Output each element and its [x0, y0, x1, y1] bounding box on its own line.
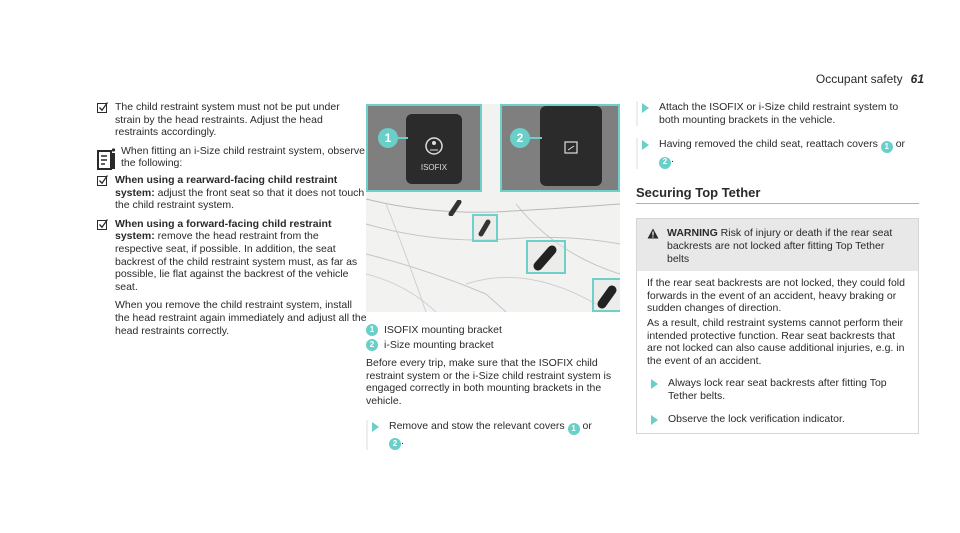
note-text: When fitting an i-Size child restraint s…	[121, 144, 365, 170]
check-body: adjust the front seat so that it does no…	[115, 186, 365, 212]
instruction-step: Having removed the child seat, reattach …	[636, 138, 919, 169]
step-arrow-icon	[642, 103, 649, 113]
check-text: When using a forward-facing child restra…	[115, 218, 367, 294]
step-body: Having removed the child seat, reattach …	[659, 138, 878, 151]
checkbox-icon	[97, 102, 108, 113]
check-heading: When using a forward-facing child restra…	[115, 217, 332, 243]
callout-1: 1	[378, 128, 398, 148]
step-text: Attach the ISOFIX or i-Size child restra…	[659, 101, 899, 126]
step-text: Having removed the child seat, reattach …	[659, 138, 919, 169]
step-text: Remove and stow the relevant covers 1 or…	[389, 420, 592, 451]
inset-isize: 2	[500, 104, 620, 192]
legend-number: 2	[366, 338, 378, 351]
check-body: remove the head restraint from the respe…	[115, 230, 358, 293]
checkbox-icon	[97, 218, 108, 230]
isofix-figure: ISOFIX 1 2	[366, 104, 620, 312]
step-text: Observe the lock verification indicator.	[668, 412, 845, 425]
step-body: Remove and stow the relevant covers	[389, 419, 565, 432]
checkbox-icon	[97, 175, 108, 186]
callout-line	[398, 137, 408, 139]
page-number: 61	[910, 72, 924, 86]
isofix-cover: ISOFIX	[406, 114, 462, 184]
step-end: .	[401, 434, 404, 447]
warning-head-text: Risk of injury or death if the rear seat…	[667, 227, 893, 265]
bracket-2b-callout	[592, 278, 620, 312]
bracket-2-callout	[526, 240, 566, 274]
warning-paragraph: As a result, child restraint systems can…	[647, 316, 905, 367]
legend-text: i-Size mounting bracket	[384, 338, 494, 351]
note: When fitting an i-Size child restraint s…	[97, 145, 367, 170]
check-text: When using a rearward-facing child restr…	[115, 174, 367, 212]
figure-legend: 1 ISOFIX mounting bracket 2 i-Size mount…	[366, 324, 620, 351]
warning-title: WARNING Risk of injury or death if the r…	[667, 227, 908, 265]
checklist-item: When using a forward-facing child restra…	[97, 218, 367, 294]
column-left: The child restraint system must not be p…	[97, 101, 367, 337]
checklist-item: The child restraint system must not be p…	[97, 101, 367, 139]
legend-text: ISOFIX mounting bracket	[384, 324, 502, 336]
warning-step: Always lock rear seat backrests after fi…	[647, 377, 908, 402]
callout-2: 2	[510, 128, 530, 148]
bracket-1-marker	[448, 199, 462, 217]
paragraph: Before every trip, make sure that the IS…	[366, 357, 612, 407]
warning-triangle-icon	[647, 228, 659, 239]
step-arrow-icon	[642, 140, 649, 151]
step-or: or	[895, 138, 906, 151]
checklist-item: When using a rearward-facing child restr…	[97, 174, 367, 212]
page-header: Occupant safety 61	[816, 72, 924, 86]
child-seat-icon	[425, 137, 443, 155]
ref-number: 2	[659, 156, 671, 169]
legend-item: 1 ISOFIX mounting bracket	[366, 324, 620, 337]
warning-label: WARNING	[667, 227, 718, 240]
step-end: .	[671, 153, 674, 166]
column-right: Attach the ISOFIX or i-Size child restra…	[636, 101, 919, 435]
warning-header: WARNING Risk of injury or death if the r…	[637, 219, 918, 272]
paragraph: When you remove the child restraint syst…	[115, 299, 367, 337]
step-arrow-icon	[651, 414, 658, 425]
isize-cover	[540, 106, 602, 186]
callout-line	[530, 137, 542, 139]
step-text: Always lock rear seat backrests after fi…	[668, 377, 887, 402]
instruction-step: Remove and stow the relevant covers 1 or…	[366, 419, 620, 451]
section-heading: Securing Top Tether	[636, 186, 919, 205]
bracket-1-callout	[472, 214, 498, 242]
legend-item: 2 i-Size mounting bracket	[366, 339, 620, 352]
inset-isofix: ISOFIX 1	[366, 104, 482, 192]
step-arrow-icon	[651, 379, 658, 390]
ref-number: 1	[880, 141, 893, 154]
instruction-step: Attach the ISOFIX or i-Size child restra…	[636, 101, 919, 127]
isofix-cover-label: ISOFIX	[420, 163, 448, 172]
section-name: Occupant safety	[815, 72, 903, 86]
legend-number: 1	[366, 324, 378, 337]
ref-number: 2	[389, 438, 401, 451]
warning-step: Observe the lock verification indicator.	[647, 413, 908, 426]
warning-box: WARNING Risk of injury or death if the r…	[636, 218, 919, 435]
warning-paragraph: If the rear seat backrests are not locke…	[647, 277, 905, 315]
warning-body: If the rear seat backrests are not locke…	[637, 271, 918, 433]
info-note-icon	[97, 148, 116, 170]
step-or: or	[582, 419, 592, 432]
step-arrow-icon	[372, 421, 379, 432]
isize-seat-icon	[564, 141, 578, 154]
column-middle: ISOFIX 1 2 1 ISOFIX mounting bracket	[366, 104, 620, 451]
ref-number: 1	[567, 422, 580, 435]
check-heading: When using a rearward-facing child restr…	[115, 173, 338, 199]
check-text: The child restraint system must not be p…	[115, 101, 340, 139]
